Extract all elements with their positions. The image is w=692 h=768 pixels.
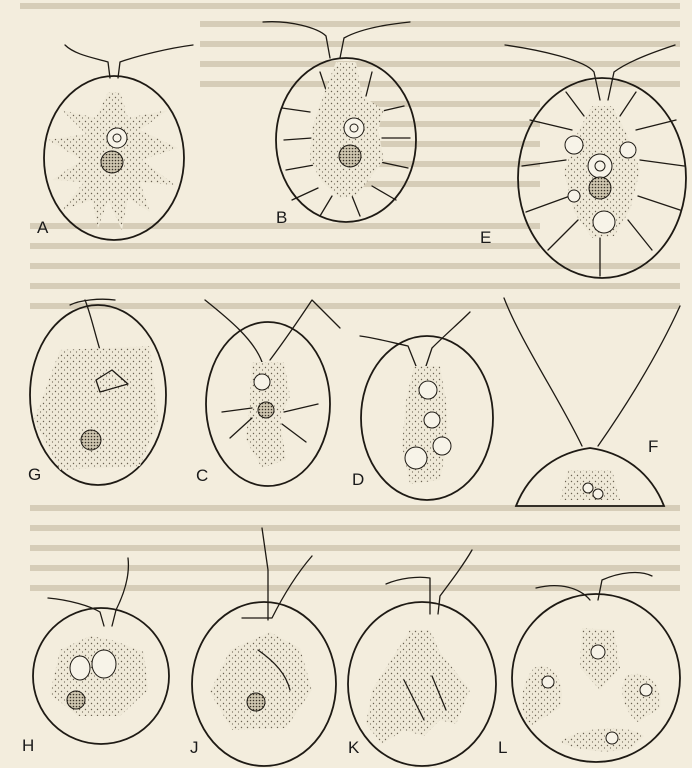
cell-K — [348, 550, 496, 766]
label-G: G — [28, 465, 41, 485]
cell-G — [30, 299, 166, 485]
cell-C — [205, 300, 340, 486]
label-F: F — [648, 437, 658, 457]
cell-F — [504, 298, 680, 506]
label-E: E — [480, 228, 491, 248]
label-C: C — [196, 466, 208, 486]
label-A: A — [37, 218, 48, 238]
cell-A — [44, 45, 193, 240]
cell-D — [360, 312, 493, 500]
label-L: L — [498, 738, 507, 758]
label-H: H — [22, 736, 34, 756]
cell-L — [512, 573, 680, 762]
label-K: K — [348, 738, 359, 758]
label-J: J — [190, 738, 199, 758]
label-B: B — [276, 208, 287, 228]
label-D: D — [352, 470, 364, 490]
cell-J — [192, 528, 336, 766]
